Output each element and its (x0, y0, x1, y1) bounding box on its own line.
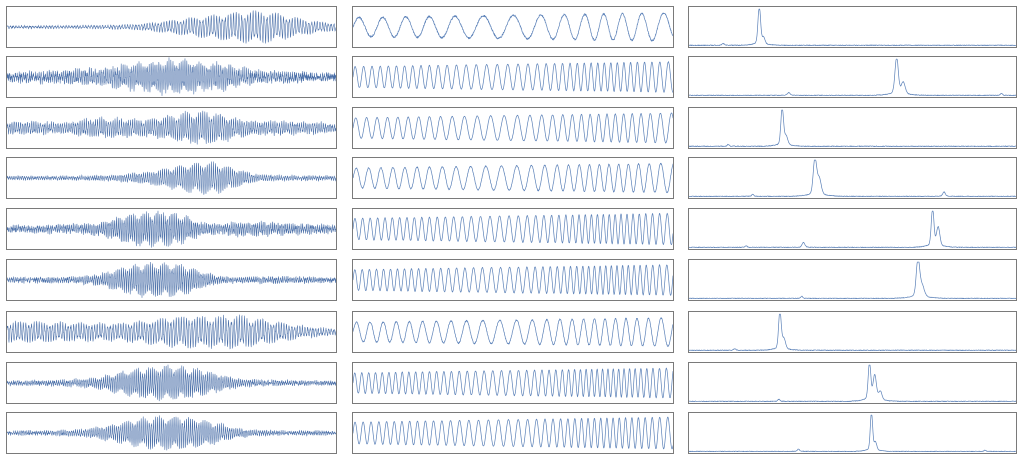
panel-frequency-spectrum-row-2 (688, 56, 1017, 98)
plot-raw-waveform-row-1 (7, 10, 336, 44)
plot-raw-waveform-row-7 (7, 314, 336, 350)
panel-zoomed-waveform-row-7 (352, 311, 674, 353)
plot-frequency-spectrum-row-1 (689, 8, 1016, 46)
panel-raw-waveform-row-2 (6, 56, 337, 98)
panel-raw-waveform-row-4 (6, 157, 337, 199)
plot-zoomed-waveform-row-5 (353, 212, 673, 246)
panel-zoomed-waveform-row-1 (352, 6, 674, 48)
plot-raw-waveform-row-5 (7, 210, 336, 248)
panel-frequency-spectrum-row-4 (688, 157, 1017, 199)
panel-frequency-spectrum-row-5 (688, 208, 1017, 250)
panel-zoomed-waveform-row-4 (352, 157, 674, 199)
panel-raw-waveform-row-9 (6, 412, 337, 454)
plot-frequency-spectrum-row-3 (689, 109, 1016, 147)
panel-frequency-spectrum-row-7 (688, 311, 1017, 353)
panel-raw-waveform-row-7 (6, 311, 337, 353)
plot-raw-waveform-row-2 (7, 57, 336, 96)
panel-zoomed-waveform-row-8 (352, 362, 674, 404)
panel-frequency-spectrum-row-6 (688, 259, 1017, 301)
panel-zoomed-waveform-row-5 (352, 208, 674, 250)
plot-zoomed-waveform-row-1 (353, 12, 673, 42)
panel-zoomed-waveform-row-2 (352, 56, 674, 98)
plot-raw-waveform-row-8 (7, 364, 336, 402)
plot-zoomed-waveform-row-9 (353, 416, 673, 450)
plot-frequency-spectrum-row-2 (689, 58, 1016, 97)
plot-zoomed-waveform-row-6 (353, 264, 673, 296)
panel-raw-waveform-row-3 (6, 107, 337, 149)
panel-zoomed-waveform-row-6 (352, 259, 674, 301)
panel-zoomed-waveform-row-9 (352, 412, 674, 454)
plot-raw-waveform-row-9 (7, 415, 336, 451)
plot-raw-waveform-row-6 (7, 261, 336, 298)
plot-frequency-spectrum-row-5 (689, 210, 1016, 248)
panel-frequency-spectrum-row-9 (688, 412, 1017, 454)
panel-raw-waveform-row-5 (6, 208, 337, 250)
panel-frequency-spectrum-row-3 (688, 107, 1017, 149)
plot-frequency-spectrum-row-7 (689, 313, 1016, 351)
panel-raw-waveform-row-1 (6, 6, 337, 48)
panel-raw-waveform-row-6 (6, 259, 337, 301)
plot-frequency-spectrum-row-4 (689, 159, 1016, 198)
plot-frequency-spectrum-row-9 (689, 414, 1016, 453)
panel-frequency-spectrum-row-8 (688, 362, 1017, 404)
plot-frequency-spectrum-row-6 (689, 261, 1016, 300)
panel-zoomed-waveform-row-3 (352, 107, 674, 149)
panel-raw-waveform-row-8 (6, 362, 337, 404)
plot-zoomed-waveform-row-4 (353, 162, 673, 194)
plot-raw-waveform-row-3 (7, 110, 336, 145)
plot-zoomed-waveform-row-3 (353, 112, 673, 144)
plot-frequency-spectrum-row-8 (689, 364, 1016, 402)
plot-zoomed-waveform-row-8 (353, 367, 673, 399)
plot-zoomed-waveform-row-2 (353, 61, 673, 93)
panel-frequency-spectrum-row-1 (688, 6, 1017, 48)
plot-raw-waveform-row-4 (7, 161, 336, 195)
plot-zoomed-waveform-row-7 (353, 317, 673, 347)
